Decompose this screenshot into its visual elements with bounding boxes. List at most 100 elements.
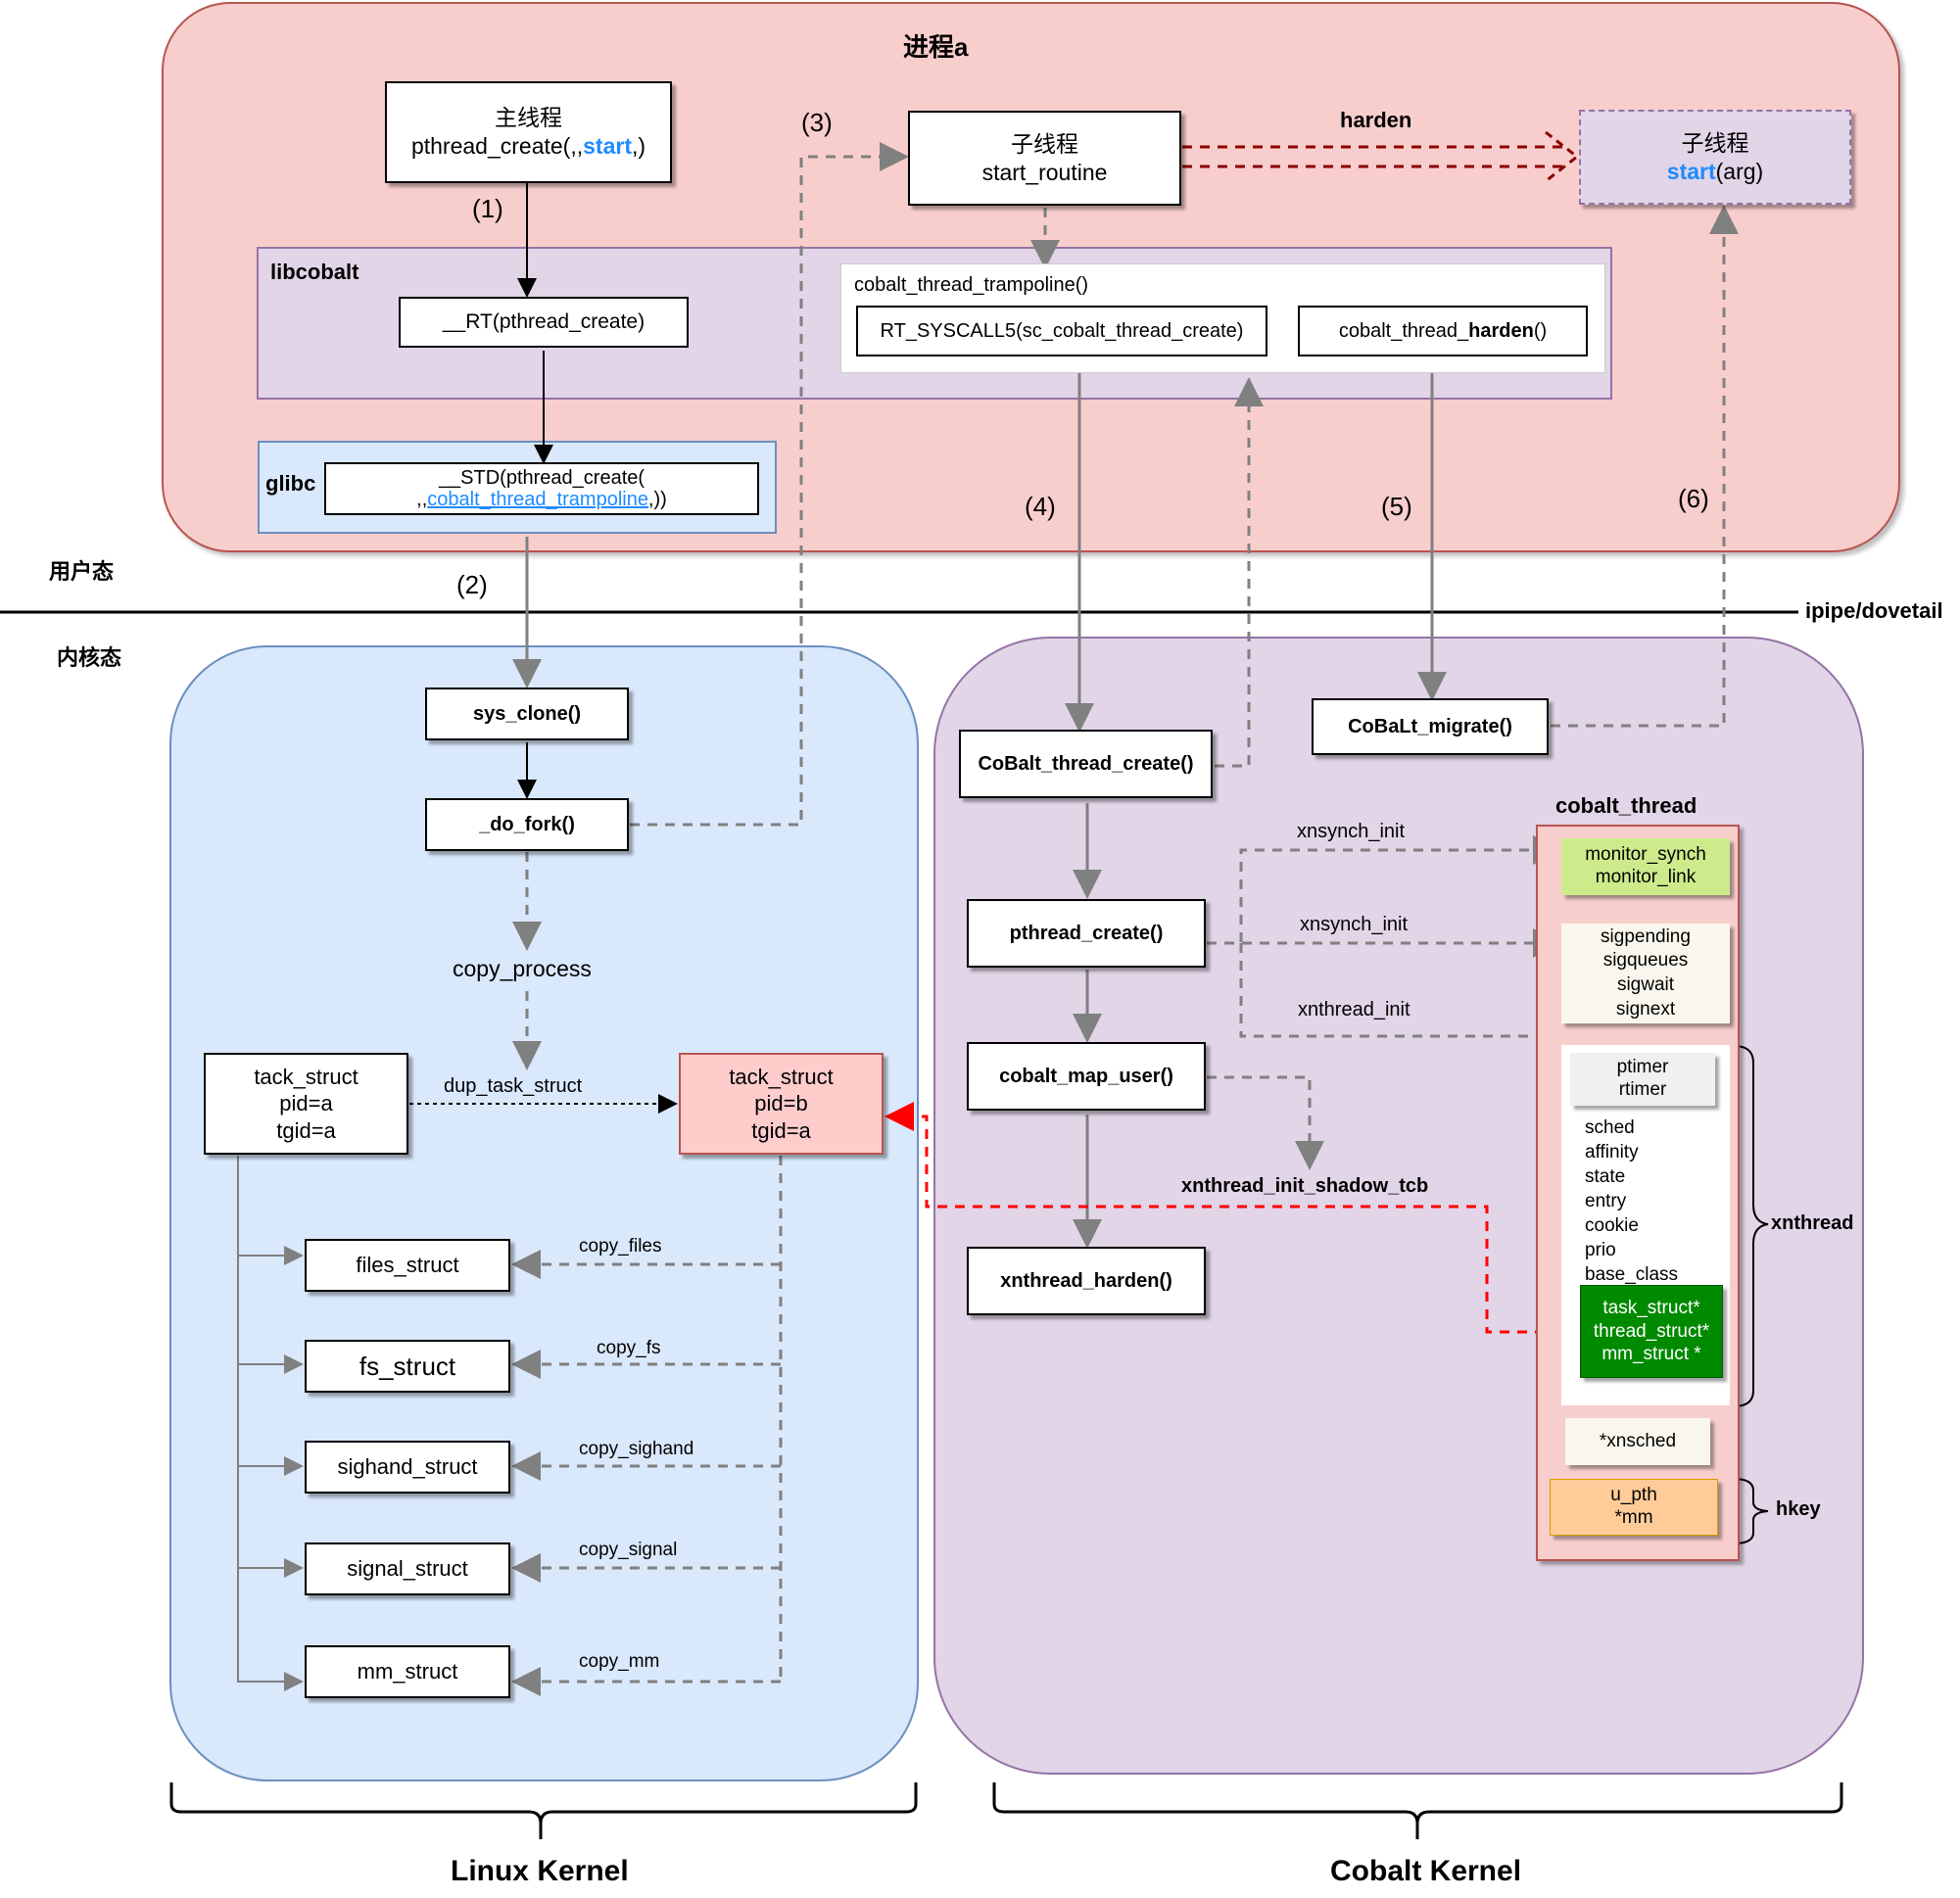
field-prio: prio (1585, 1240, 1616, 1260)
field-base-class: base_class (1585, 1264, 1679, 1285)
task-b-line2: pid=b (754, 1091, 808, 1116)
do-fork-box: _do_fork() (425, 798, 629, 851)
cobalt-migrate-box: CoBaLt_migrate() (1312, 698, 1549, 755)
signals-box: sigpending sigqueues sigwait signext (1561, 924, 1730, 1023)
hkey-box: u_pth *mm (1550, 1479, 1718, 1536)
cobalt-thread-harden-box: cobalt_thread_harden() (1298, 306, 1588, 356)
mm-ptr-text: *mm (1614, 1507, 1653, 1528)
ptimer-text: ptimer (1616, 1057, 1669, 1078)
hkey-brace-label: hkey (1776, 1498, 1821, 1520)
kernel-mode-label: 内核态 (57, 645, 122, 670)
rtimer-text: rtimer (1618, 1079, 1667, 1100)
copy-signal-label: copy_signal (579, 1540, 678, 1560)
cobalt-thread-create-text: CoBalt_thread_create() (978, 752, 1194, 775)
copy-files-label: copy_files (579, 1236, 662, 1257)
main-thread-title: 主线程 (495, 105, 562, 131)
field-state: state (1585, 1166, 1626, 1187)
field-entry: entry (1585, 1191, 1627, 1211)
task-a-line2: pid=a (279, 1091, 333, 1116)
std-pthread-create-box: __STD(pthread_create( ,,cobalt_thread_tr… (324, 462, 759, 515)
glibc-label: glibc (265, 471, 316, 496)
pthread-create-kernel-box: pthread_create() (967, 899, 1206, 968)
pthread-create-kernel-text: pthread_create() (1009, 922, 1164, 944)
signext-text: signext (1615, 998, 1676, 1020)
cobalt-kernel-label: Cobalt Kernel (1330, 1855, 1522, 1887)
trampoline-title: cobalt_thread_trampoline() (854, 274, 1089, 296)
sighand-struct-text: sighand_struct (337, 1454, 478, 1480)
copy-mm-label: copy_mm (579, 1651, 660, 1672)
cobalt-map-user-text: cobalt_map_user() (999, 1065, 1173, 1087)
task-pointers-box: task_struct* thread_struct* mm_struct * (1580, 1285, 1723, 1378)
signal-struct-box: signal_struct (305, 1542, 510, 1595)
sigwait-text: sigwait (1616, 974, 1675, 995)
files-struct-box: files_struct (305, 1239, 510, 1292)
sigqueues-text: sigqueues (1602, 950, 1689, 972)
sigpending-text: sigpending (1601, 925, 1691, 947)
field-sched: sched (1585, 1117, 1635, 1138)
child-thread-routine: start_routine (981, 159, 1108, 185)
user-mode-label: 用户态 (49, 559, 115, 584)
copy-fs-label: copy_fs (597, 1338, 661, 1358)
harden-label: harden (1340, 108, 1412, 132)
mm-struct-box: mm_struct (305, 1645, 510, 1698)
rt-syscall-box: RT_SYSCALL5(sc_cobalt_thread_create) (856, 306, 1267, 356)
rt-pthread-create-text: __RT(pthread_create) (442, 309, 645, 333)
copy-process-label: copy_process (453, 956, 592, 981)
task-a-line1: tack_struct (254, 1064, 359, 1089)
sys-clone-text: sys_clone() (472, 702, 582, 725)
fs-struct-text: fs_struct (359, 1351, 456, 1381)
cobalt-migrate-text: CoBaLt_migrate() (1348, 715, 1512, 737)
task-struct-ptr-text: task_struct* (1602, 1297, 1700, 1318)
do-fork-text: _do_fork() (479, 813, 575, 835)
cobalt-thread-create-box: CoBalt_thread_create() (959, 730, 1213, 798)
child-thread-start-title: 子线程 (1681, 129, 1749, 156)
xnthread-init-label: xnthread_init (1298, 999, 1410, 1020)
fs-struct-box: fs_struct (305, 1340, 510, 1393)
std-pthread-create-line1: __STD(pthread_create( (438, 467, 645, 489)
linux-kernel-label: Linux Kernel (451, 1855, 629, 1887)
step-4-label: (4) (1025, 492, 1056, 521)
xnsched-box: *xnsched (1565, 1418, 1710, 1465)
task-struct-a-box: tack_struct pid=a tgid=a (204, 1053, 408, 1155)
monitor-link-text: monitor_link (1595, 867, 1697, 887)
sys-clone-box: sys_clone() (425, 688, 629, 740)
xnsched-text: *xnsched (1599, 1431, 1677, 1452)
field-affinity: affinity (1585, 1142, 1639, 1163)
child-thread-start-call: start(arg) (1666, 158, 1764, 184)
cobalt-thread-harden-text: cobalt_thread_harden() (1338, 319, 1548, 342)
task-b-line1: tack_struct (729, 1064, 834, 1089)
child-thread-title: 子线程 (1011, 130, 1078, 157)
copy-sighand-label: copy_sighand (579, 1439, 694, 1459)
task-struct-b-box: tack_struct pid=b tgid=a (679, 1053, 884, 1155)
monitor-synch-text: monitor_synch (1585, 844, 1706, 866)
xnsynch-init-label-1: xnsynch_init (1297, 821, 1406, 842)
mm-struct-text: mm_struct (357, 1659, 458, 1684)
std-pthread-create-line2: ,,cobalt_thread_trampoline,)) (416, 489, 667, 510)
step-1-label: (1) (472, 194, 503, 223)
child-thread-start-box: 子线程 start(arg) (1579, 110, 1851, 205)
step-6-label: (6) (1678, 484, 1709, 513)
mm-struct-ptr-text: mm_struct * (1601, 1344, 1701, 1365)
step-3-label: (3) (801, 108, 833, 137)
task-b-line3: tgid=a (751, 1117, 811, 1143)
xnthread-harden-box: xnthread_harden() (967, 1247, 1206, 1315)
xnthread-brace-label: xnthread (1771, 1212, 1854, 1234)
files-struct-text: files_struct (356, 1253, 459, 1278)
ipipe-dovetail-label: ipipe/dovetail (1805, 598, 1943, 623)
main-thread-box: 主线程 pthread_create(,,start,) (385, 81, 672, 183)
rt-pthread-create-box: __RT(pthread_create) (399, 297, 689, 348)
step-2-label: (2) (456, 570, 488, 599)
xnthread-harden-text: xnthread_harden() (1000, 1269, 1172, 1292)
u-pth-text: u_pth (1610, 1485, 1657, 1506)
libcobalt-label: libcobalt (270, 260, 359, 284)
signal-struct-text: signal_struct (347, 1556, 468, 1582)
cobalt-thread-struct-title: cobalt_thread (1555, 793, 1697, 818)
field-cookie: cookie (1585, 1215, 1639, 1236)
xnthread-fields: sched affinity state entry cookie prio b… (1585, 1115, 1678, 1287)
timers-box: ptimer rtimer (1570, 1053, 1715, 1106)
process-a-title: 进程a (903, 32, 969, 62)
rt-syscall-text: RT_SYSCALL5(sc_cobalt_thread_create) (880, 319, 1244, 342)
monitor-box: monitor_synch monitor_link (1561, 838, 1730, 895)
sighand-struct-box: sighand_struct (305, 1441, 510, 1494)
cobalt-map-user-box: cobalt_map_user() (967, 1042, 1206, 1111)
